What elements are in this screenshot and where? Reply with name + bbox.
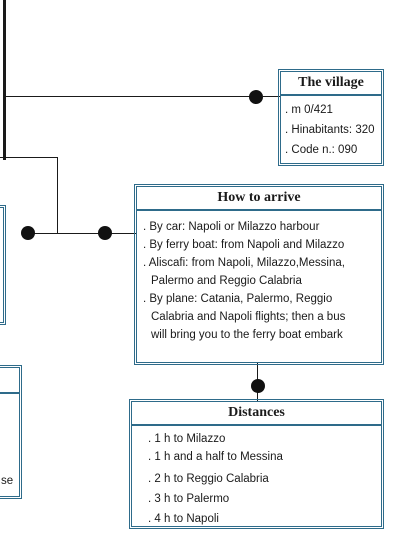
partial-box-left-top: [0, 205, 6, 325]
arrive-item: . Aliscafi: from Napoli, Milazzo,Messina…: [143, 257, 345, 269]
village-item: . Code n.: 090: [285, 144, 358, 156]
partial-box-left-bottom: se: [0, 365, 22, 499]
branch-horizontal: [0, 157, 58, 158]
node-distances: [251, 379, 265, 393]
node-arrive: [98, 226, 112, 240]
arrive-item: . By plane: Catania, Palermo, Reggio: [143, 293, 333, 305]
node-left: [21, 226, 35, 240]
branch-vertical: [57, 157, 58, 233]
arrive-item-cont: will bring you to the ferry boat embark: [151, 329, 343, 341]
arrive-item: . By ferry boat: from Napoli and Milazzo: [143, 239, 345, 251]
node-village: [249, 90, 263, 104]
box-village: The village . m 0/421 . Hinabitants: 320…: [278, 69, 384, 166]
arrive-item-cont: Calabria and Napoli flights; then a bus: [151, 311, 346, 323]
box-distances-title: Distances: [132, 402, 381, 426]
connector-village-end: [262, 96, 280, 97]
box-arrive-title: How to arrive: [137, 187, 381, 211]
village-item: . Hinabitants: 320: [285, 124, 375, 136]
box-village-title: The village: [281, 72, 381, 96]
distance-item: . 1 h to Milazzo: [148, 433, 226, 445]
connector-village: [6, 96, 256, 97]
village-item: . m 0/421: [285, 104, 333, 116]
box-how-to-arrive: How to arrive . By car: Napoli or Milazz…: [134, 184, 384, 365]
distance-item: . 2 h to Reggio Calabria: [148, 473, 269, 485]
box-distances: Distances . 1 h to Milazzo . 1 h and a h…: [129, 399, 384, 529]
main-vertical-line: [3, 0, 6, 160]
distance-item: . 3 h to Palermo: [148, 493, 230, 505]
connector-arrive: [28, 233, 136, 234]
partial-text: se: [1, 475, 14, 487]
arrive-item: . By car: Napoli or Milazzo harbour: [143, 221, 320, 233]
distance-item: . 4 h to Napoli: [148, 513, 219, 525]
arrive-item-cont: Palermo and Reggio Calabria: [151, 275, 302, 287]
distance-item: . 1 h and a half to Messina: [148, 451, 283, 463]
